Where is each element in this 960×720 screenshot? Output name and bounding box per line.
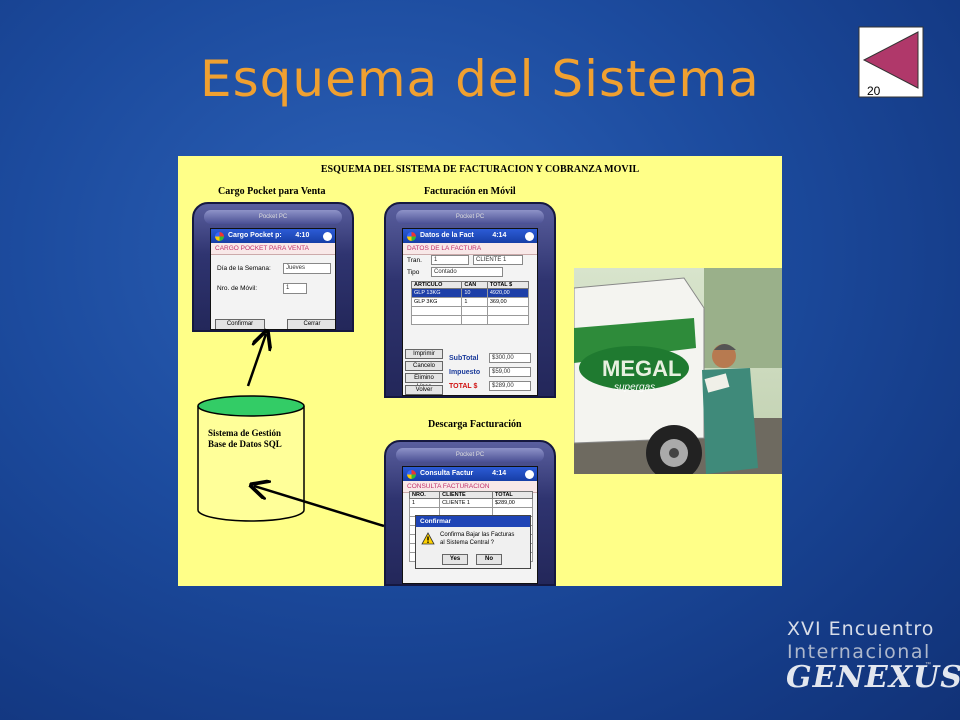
dialog-message-line: al Sistema Central ? (440, 540, 495, 546)
column-header: TOTAL $ (486, 281, 530, 289)
device-screen: Consulta Factur 4:14 CONSULTA FACTURACIO… (402, 466, 538, 584)
device-screen: Datos de la Fact 4:14 DATOS DE LA FACTUR… (402, 228, 538, 396)
slide-title: Esquema del Sistema (200, 50, 760, 108)
caption-facturacion: Facturación en Móvil (424, 186, 516, 197)
column-header: ARTICULO (410, 281, 463, 289)
dialog-message: Confirma Bajar las Facturas al Sistema C… (440, 531, 514, 547)
arrow-db-to-cargo (246, 334, 266, 387)
elimino-linea-button[interactable]: Elimino Línea (405, 373, 443, 390)
caption-cargo: Cargo Pocket para Venta (218, 186, 326, 197)
pocket-pc-cargo: Pocket PC Cargo Pocket p: 4:10 CARGO POC… (192, 202, 354, 332)
page-number-icon (858, 26, 924, 98)
truck-photo-image: MEGAL supergas (574, 268, 782, 474)
column-header: TOTAL (491, 491, 534, 499)
table-row[interactable]: 1 CLIENTE 1 $289,00 (408, 498, 534, 508)
dialog-message-line: Confirma Bajar las Facturas (440, 532, 515, 538)
imprimir-button[interactable]: Imprimir (405, 349, 443, 359)
window-title: Consulta Factur (420, 470, 474, 477)
dia-label: Día de la Semana: (217, 265, 271, 272)
device-screen: Cargo Pocket p: 4:10 CARGO POCKET PARA V… (210, 228, 336, 330)
volver-button[interactable]: Volver (405, 385, 443, 395)
dialog-title: Confirmar (416, 516, 530, 527)
database-label: Sistema de Gestión Base de Datos SQL (208, 428, 308, 450)
tran-label: Tran. (407, 257, 422, 264)
subtotal-value: $300,00 (489, 353, 531, 363)
diagram-title: ESQUEMA DEL SISTEMA DE FACTURACION Y COB… (320, 164, 640, 175)
form-heading: CARGO POCKET PARA VENTA (211, 243, 335, 255)
pocket-pc-facturacion: Pocket PC Datos de la Fact 4:14 DATOS DE… (384, 202, 556, 398)
confirm-dialog: Confirmar Confirma Bajar las Facturas al… (415, 515, 531, 569)
column-header: CLIENTE (439, 491, 493, 499)
movil-label: Nro. de Móvil: (217, 285, 258, 292)
event-title-line1: XVI Encuentro (787, 618, 935, 640)
windows-start-icon (407, 469, 416, 479)
truck-photo: MEGAL supergas (574, 268, 782, 474)
table-row[interactable]: GLP 13KG 10 4920,00 (410, 288, 530, 298)
impuesto-label: Impuesto (449, 369, 481, 376)
windows-start-icon (215, 231, 224, 241)
window-titlebar: Cargo Pocket p: 4:10 (211, 229, 335, 243)
truck-brand-text: MEGAL (602, 356, 681, 381)
confirm-button[interactable]: Confirmar (215, 319, 265, 329)
database-label-line: Sistema de Gestión (208, 428, 281, 438)
table-cell: 1 (461, 297, 488, 307)
dia-select[interactable]: Jueves (283, 263, 331, 274)
warning-icon (421, 532, 435, 545)
table-cell: 1 (408, 498, 441, 508)
trademark-symbol: ™ (925, 662, 931, 668)
ok-icon (322, 231, 332, 241)
no-button[interactable]: No (476, 554, 502, 565)
pocket-pc-descarga: Pocket PC Consulta Factur 4:14 CONSULTA … (384, 440, 556, 586)
yes-button[interactable]: Yes (442, 554, 468, 565)
table-cell: 10 (461, 288, 488, 298)
table-cell: $289,00 (491, 498, 534, 508)
clock: 4:14 (492, 470, 507, 477)
ok-icon (525, 469, 534, 479)
table-cell: GLP 13KG (410, 288, 463, 298)
device-brand: Pocket PC (396, 210, 544, 224)
tipo-label: Tipo (407, 269, 420, 276)
table-row[interactable] (408, 507, 534, 517)
movil-input[interactable]: 1 (283, 283, 307, 294)
clock: 4:10 (295, 232, 310, 239)
database-label-line: Base de Datos SQL (208, 439, 282, 449)
truck-sub-text: supergas (614, 382, 655, 393)
window-title: Datos de la Fact (420, 232, 474, 239)
cliente-input[interactable]: CLIENTE 1 (473, 255, 523, 265)
genexus-logo: GENEXUS (786, 660, 960, 695)
device-brand: Pocket PC (396, 448, 544, 462)
device-brand: Pocket PC (204, 210, 342, 224)
clock: 4:14 (492, 232, 507, 239)
system-diagram: ESQUEMA DEL SISTEMA DE FACTURACION Y COB… (178, 156, 782, 586)
caption-descarga: Descarga Facturación (428, 419, 522, 430)
window-titlebar: Consulta Factur 4:14 (403, 467, 537, 481)
table-cell: GLP 3KG (410, 297, 463, 307)
tran-input[interactable]: 1 (431, 255, 469, 265)
table-row[interactable] (410, 315, 530, 325)
form-heading: DATOS DE LA FACTURA (403, 243, 537, 255)
column-header: NRO. (408, 491, 441, 499)
window-title: Cargo Pocket p: (228, 232, 282, 239)
database-cylinder (197, 395, 305, 522)
event-title-line2: Internacional (787, 641, 931, 663)
table-cell: 369,00 (486, 297, 530, 307)
table-cell: CLIENTE 1 (439, 498, 493, 508)
impuesto-value: $59,00 (489, 367, 531, 377)
articulos-table: ARTICULO CAN TOTAL $ GLP 13KG 10 4920,00… (410, 281, 530, 325)
page-number: 20 (867, 84, 881, 98)
ok-icon (524, 231, 534, 241)
windows-start-icon (407, 231, 416, 241)
table-row[interactable] (410, 306, 530, 316)
column-header: CAN (461, 281, 488, 289)
cancelo-button[interactable]: Cancelo (405, 361, 443, 371)
close-button[interactable]: Cerrar (287, 319, 335, 329)
table-row[interactable]: GLP 3KG 1 369,00 (410, 297, 530, 307)
subtotal-label: SubTotal (449, 355, 479, 362)
table-cell: 4920,00 (486, 288, 530, 298)
total-value: $289,00 (489, 381, 531, 391)
tipo-select[interactable]: Contado (431, 267, 503, 277)
window-titlebar: Datos de la Fact 4:14 (403, 229, 537, 243)
total-label: TOTAL $ (449, 383, 478, 390)
